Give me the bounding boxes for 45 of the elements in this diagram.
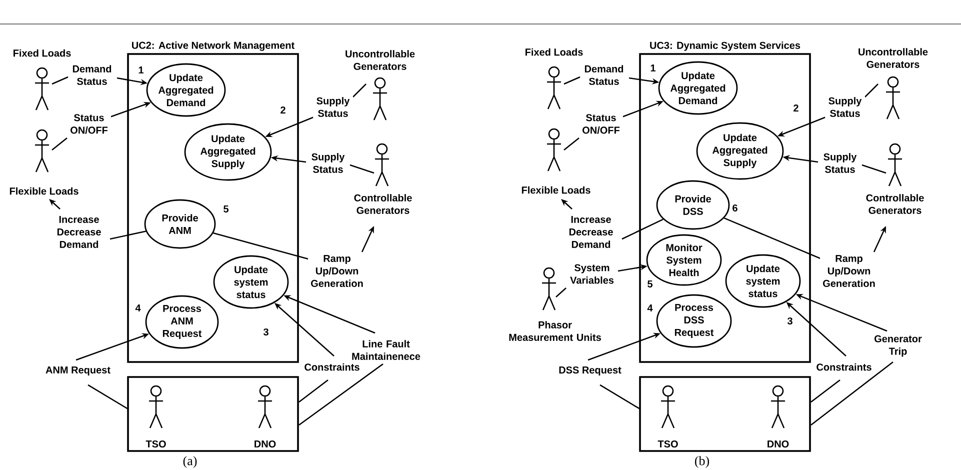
callout-number: 3 [787,317,792,325]
caption-letter: (a) [183,456,197,468]
edge-label: Supply Status [308,152,348,174]
edge-label: Ramp Up/Down Generation [308,254,366,288]
edge-label: DSS Request [558,365,622,377]
actor: DNO [768,385,789,448]
edge-label: Status ON/OFF [67,113,111,135]
callout-number: 2 [280,106,286,114]
callout-number: 5 [224,206,229,212]
callout-number: 6 [732,204,738,212]
callout-number: 4 [647,304,653,312]
callout-number: 1 [138,66,144,74]
edge-label: Increase Decrease Demand [566,215,616,249]
node-label: UC3: Dynamic System Services [650,42,800,51]
actor: Fixed Loads [14,49,71,111]
edge-label: Status ON/OFF [579,113,623,135]
edge-label: ANM Request [44,366,112,376]
edge-label: Constraints [303,362,361,372]
callout-number: 1 [650,64,656,72]
caption-letter: (b) [695,456,710,468]
edge-label: Increase Decrease Demand [54,215,104,249]
edge-label: Constraints [815,362,873,372]
edge-label: Supply Status [825,96,865,118]
arrow [724,217,886,261]
edge-label: Supply Status [820,152,860,174]
actor: Controllable Generators [354,143,412,214]
actor-group-box [639,376,811,452]
callout-number: 3 [263,328,268,336]
callout-number: 2 [794,104,798,112]
actor: Controllable Generators [866,143,924,214]
edge-label: Ramp Up/Down Generation [820,254,878,288]
actor: Fixed Loads [526,48,583,110]
actor-group-box [127,376,299,452]
edge-label: Supply Status [313,96,353,118]
edge-label: System Variables [567,263,617,285]
actor: DNO [254,385,276,448]
callout-number: 5 [648,280,652,288]
actor: TSO [658,385,678,448]
edge-label: Generator Trip [871,334,925,358]
edge-label: Demand Status [581,64,627,86]
edge-label: Line Fault Maintainenece [349,339,423,361]
actor: TSO [146,385,166,448]
callout-number: 4 [135,304,141,312]
edge-label: Demand Status [69,64,115,86]
node-label: UC2: Active Network Management [132,42,294,51]
